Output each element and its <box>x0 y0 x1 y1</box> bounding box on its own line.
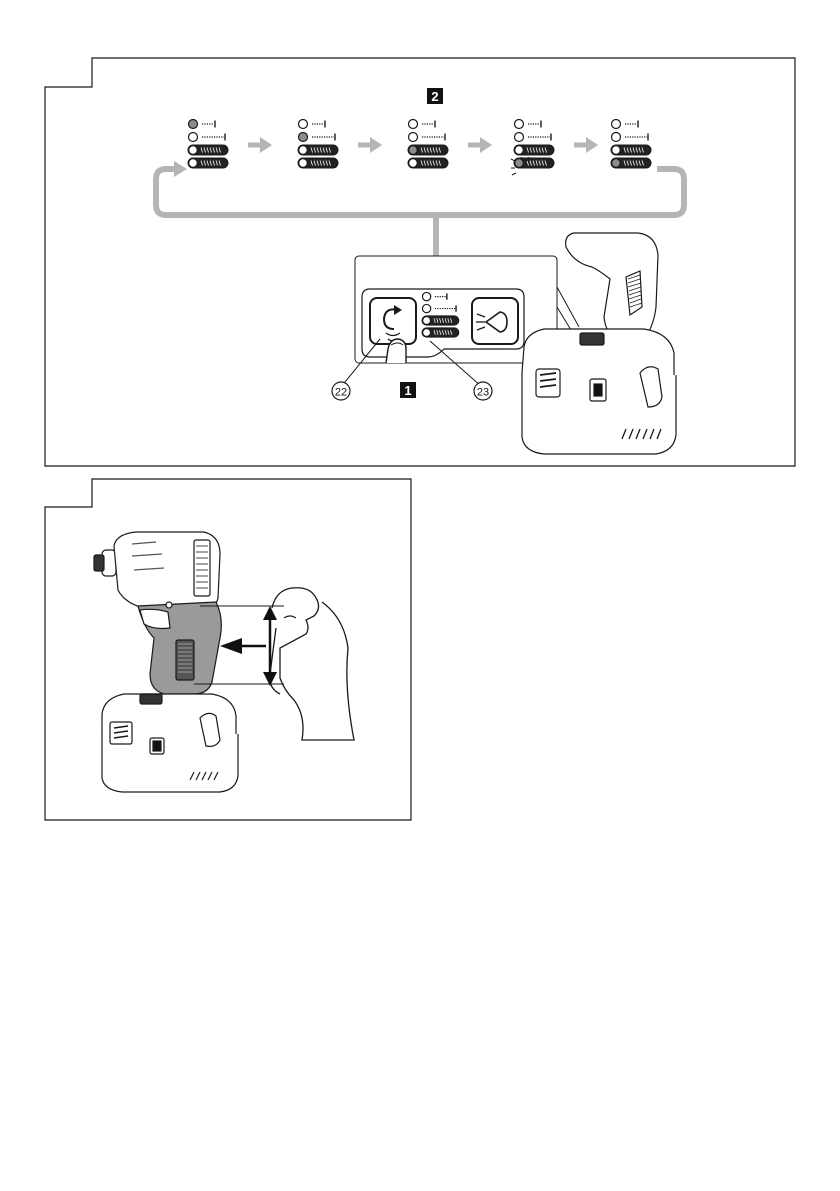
mode-indicator-row <box>612 133 649 142</box>
figure-trigger-operation-drawing <box>44 478 412 821</box>
mode-indicator-row <box>408 158 448 168</box>
step-badge-1: 1 <box>400 382 416 398</box>
mode-panel <box>408 120 448 169</box>
mode-indicator-row <box>298 145 338 155</box>
mode-indicator-row <box>189 133 226 142</box>
mode-indicator-row <box>422 316 459 325</box>
mode-indicator-row <box>515 133 552 142</box>
svg-text:1: 1 <box>404 383 411 398</box>
pull-arrow-icon <box>220 638 266 654</box>
mode-indicator-row <box>299 120 326 129</box>
figure-trigger-operation <box>44 478 412 821</box>
impact-driver-drawing <box>94 532 238 792</box>
mode-panel <box>611 120 651 169</box>
mode-panel <box>511 120 554 176</box>
mode-indicator-row <box>611 145 651 155</box>
mode-select-button <box>370 298 416 344</box>
mode-indicator-row <box>515 120 542 129</box>
mode-indicator-row <box>188 145 228 155</box>
loop-arrowhead-icon <box>174 161 187 177</box>
mode-sequence-arrow-icon <box>248 137 272 153</box>
mode-indicator-row <box>511 157 554 175</box>
mode-indicator-row <box>612 120 639 129</box>
loop-arrow-icon <box>156 169 684 215</box>
mode-indicator-row <box>422 328 459 337</box>
mode-indicator-row <box>409 120 436 129</box>
hand-drawing <box>270 588 354 740</box>
mode-panel <box>188 120 228 169</box>
mode-indicator-row <box>514 145 554 155</box>
mode-indicator-row <box>409 133 446 142</box>
mode-indicator-row <box>188 158 228 168</box>
mode-indicator-row <box>298 158 338 168</box>
mode-sequence-arrow-icon <box>574 137 598 153</box>
mode-sequence <box>188 120 651 176</box>
figure-mode-selection: 2 <box>44 57 796 467</box>
step-badge-2: 2 <box>427 88 443 104</box>
callout-23: 23 <box>474 382 492 400</box>
trigger <box>140 609 170 628</box>
svg-text:23: 23 <box>477 387 489 399</box>
svg-text:2: 2 <box>431 89 438 104</box>
mode-sequence-arrow-icon <box>358 137 382 153</box>
callout-22: 22 <box>332 382 350 400</box>
mode-indicator-row <box>408 145 448 155</box>
mode-indicator-row <box>611 158 651 168</box>
svg-text:22: 22 <box>335 387 347 399</box>
figure-mode-selection-drawing: 2 <box>44 57 796 467</box>
mode-indicator-row <box>299 133 336 142</box>
mode-panel <box>298 120 338 169</box>
mode-indicator-row <box>189 120 216 129</box>
mode-sequence-arrow-icon <box>468 137 492 153</box>
